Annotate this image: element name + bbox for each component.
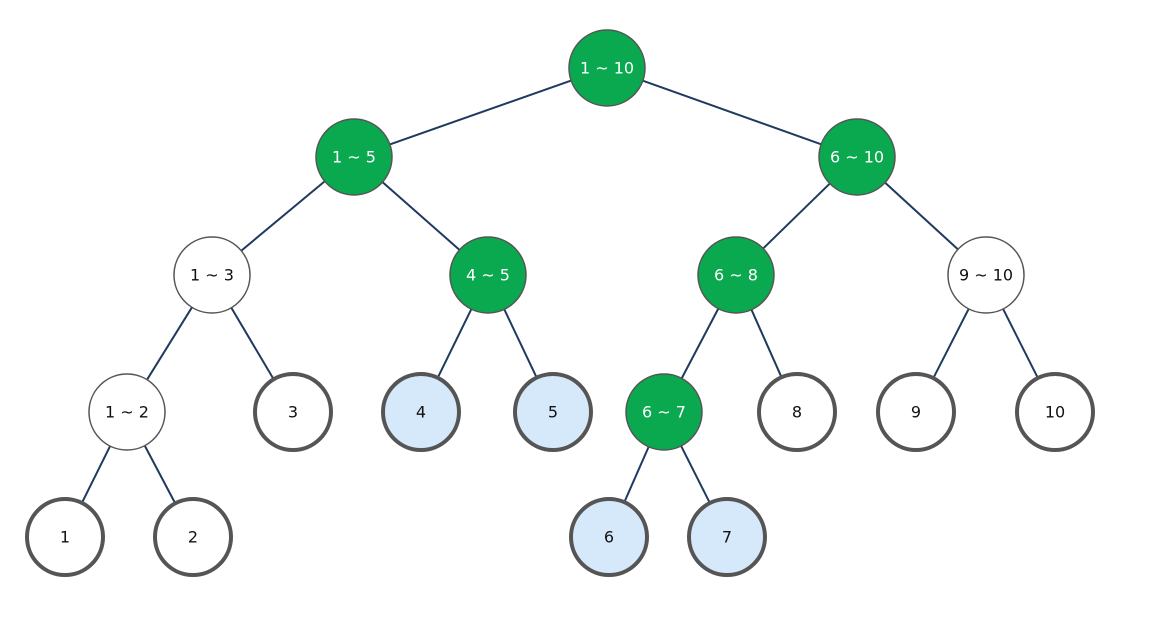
tree-node-n5: 5 bbox=[513, 372, 593, 452]
tree-node-n8: 8 bbox=[757, 372, 837, 452]
tree-node-n3: 3 bbox=[253, 372, 333, 452]
node-circle bbox=[381, 372, 461, 452]
node-label: 1 ~ 3 bbox=[190, 266, 234, 285]
node-circle bbox=[625, 373, 703, 451]
tree-node-nl2: 2 bbox=[153, 497, 233, 577]
edge-n1-2-nl1 bbox=[80, 445, 112, 504]
edge-n6-8-n8 bbox=[750, 309, 783, 378]
edge-n9-10-n10 bbox=[1002, 308, 1039, 379]
node-circle bbox=[513, 372, 593, 452]
edge-n4-5-n5 bbox=[503, 308, 538, 379]
node-circle bbox=[568, 29, 646, 107]
edge-n1-10-n1-5 bbox=[389, 79, 572, 146]
node-circle bbox=[25, 497, 105, 577]
tree-node-n1-2: 1 ~ 2 bbox=[88, 373, 166, 451]
edge-n1-5-n4-5 bbox=[381, 181, 461, 251]
node-circle bbox=[449, 236, 527, 314]
tree-node-n6-7: 6 ~ 7 bbox=[625, 373, 703, 451]
node-label: 1 ~ 2 bbox=[105, 403, 149, 422]
tree-node-n10: 10 bbox=[1015, 372, 1095, 452]
edge-n1-2-nl2 bbox=[143, 445, 177, 504]
node-label: 3 bbox=[288, 403, 298, 422]
tree-node-nl7: 7 bbox=[687, 497, 767, 577]
node-label: 4 bbox=[416, 403, 426, 422]
node-label: 2 bbox=[188, 528, 198, 547]
node-circle bbox=[569, 497, 649, 577]
edge-n6-10-n6-8 bbox=[762, 182, 831, 250]
tree-node-n1-3: 1 ~ 3 bbox=[173, 236, 251, 314]
node-circle bbox=[88, 373, 166, 451]
node-label: 4 ~ 5 bbox=[466, 266, 510, 285]
edge-n1-5-n1-3 bbox=[240, 180, 326, 252]
node-label: 7 bbox=[722, 528, 732, 547]
tree-node-n1-5: 1 ~ 5 bbox=[315, 118, 393, 196]
tree-node-n9-10: 9 ~ 10 bbox=[947, 236, 1025, 314]
node-label: 8 bbox=[792, 403, 802, 422]
node-circle bbox=[876, 372, 956, 452]
node-label: 9 ~ 10 bbox=[959, 266, 1013, 285]
node-circle bbox=[173, 236, 251, 314]
edge-n9-10-n9 bbox=[932, 308, 970, 379]
node-label: 1 ~ 10 bbox=[580, 59, 634, 78]
edge-n4-5-n4 bbox=[436, 308, 473, 379]
node-label: 10 bbox=[1045, 403, 1065, 422]
tree-node-nl1: 1 bbox=[25, 497, 105, 577]
tree-node-n9: 9 bbox=[876, 372, 956, 452]
node-label: 1 bbox=[60, 528, 70, 547]
edge-n6-8-n6-7 bbox=[680, 308, 720, 379]
node-circle bbox=[757, 372, 837, 452]
edge-n6-7-nl6 bbox=[623, 446, 650, 503]
edge-n1-10-n6-10 bbox=[642, 79, 822, 146]
edge-n1-3-n3 bbox=[230, 307, 275, 380]
tree-node-n4: 4 bbox=[381, 372, 461, 452]
node-circle bbox=[1015, 372, 1095, 452]
node-label: 6 ~ 10 bbox=[830, 148, 884, 167]
node-label: 5 bbox=[548, 403, 558, 422]
node-label: 6 ~ 8 bbox=[714, 266, 758, 285]
tree-edges bbox=[80, 79, 1039, 504]
node-circle bbox=[697, 236, 775, 314]
node-circle bbox=[687, 497, 767, 577]
tree-node-n1-10: 1 ~ 10 bbox=[568, 29, 646, 107]
node-circle bbox=[818, 118, 896, 196]
tree-node-n6-8: 6 ~ 8 bbox=[697, 236, 775, 314]
node-label: 6 bbox=[604, 528, 614, 547]
node-circle bbox=[315, 118, 393, 196]
node-circle bbox=[947, 236, 1025, 314]
tree-node-nl6: 6 bbox=[569, 497, 649, 577]
edge-n6-10-n9-10 bbox=[884, 181, 959, 251]
tree-node-n6-10: 6 ~ 10 bbox=[818, 118, 896, 196]
tree-nodes: 1 ~ 10 1 ~ 5 6 ~ 10 1 ~ 3 4 ~ 5 6 ~ 8 9 ~ 10 1 … bbox=[25, 29, 1095, 577]
node-label: 9 bbox=[911, 403, 921, 422]
node-label: 1 ~ 5 bbox=[332, 148, 376, 167]
tree-node-n4-5: 4 ~ 5 bbox=[449, 236, 527, 314]
edge-n1-3-n1-2 bbox=[146, 306, 193, 381]
node-circle bbox=[153, 497, 233, 577]
node-circle bbox=[253, 372, 333, 452]
edge-n6-7-nl7 bbox=[680, 445, 711, 504]
node-label: 6 ~ 7 bbox=[642, 403, 686, 422]
